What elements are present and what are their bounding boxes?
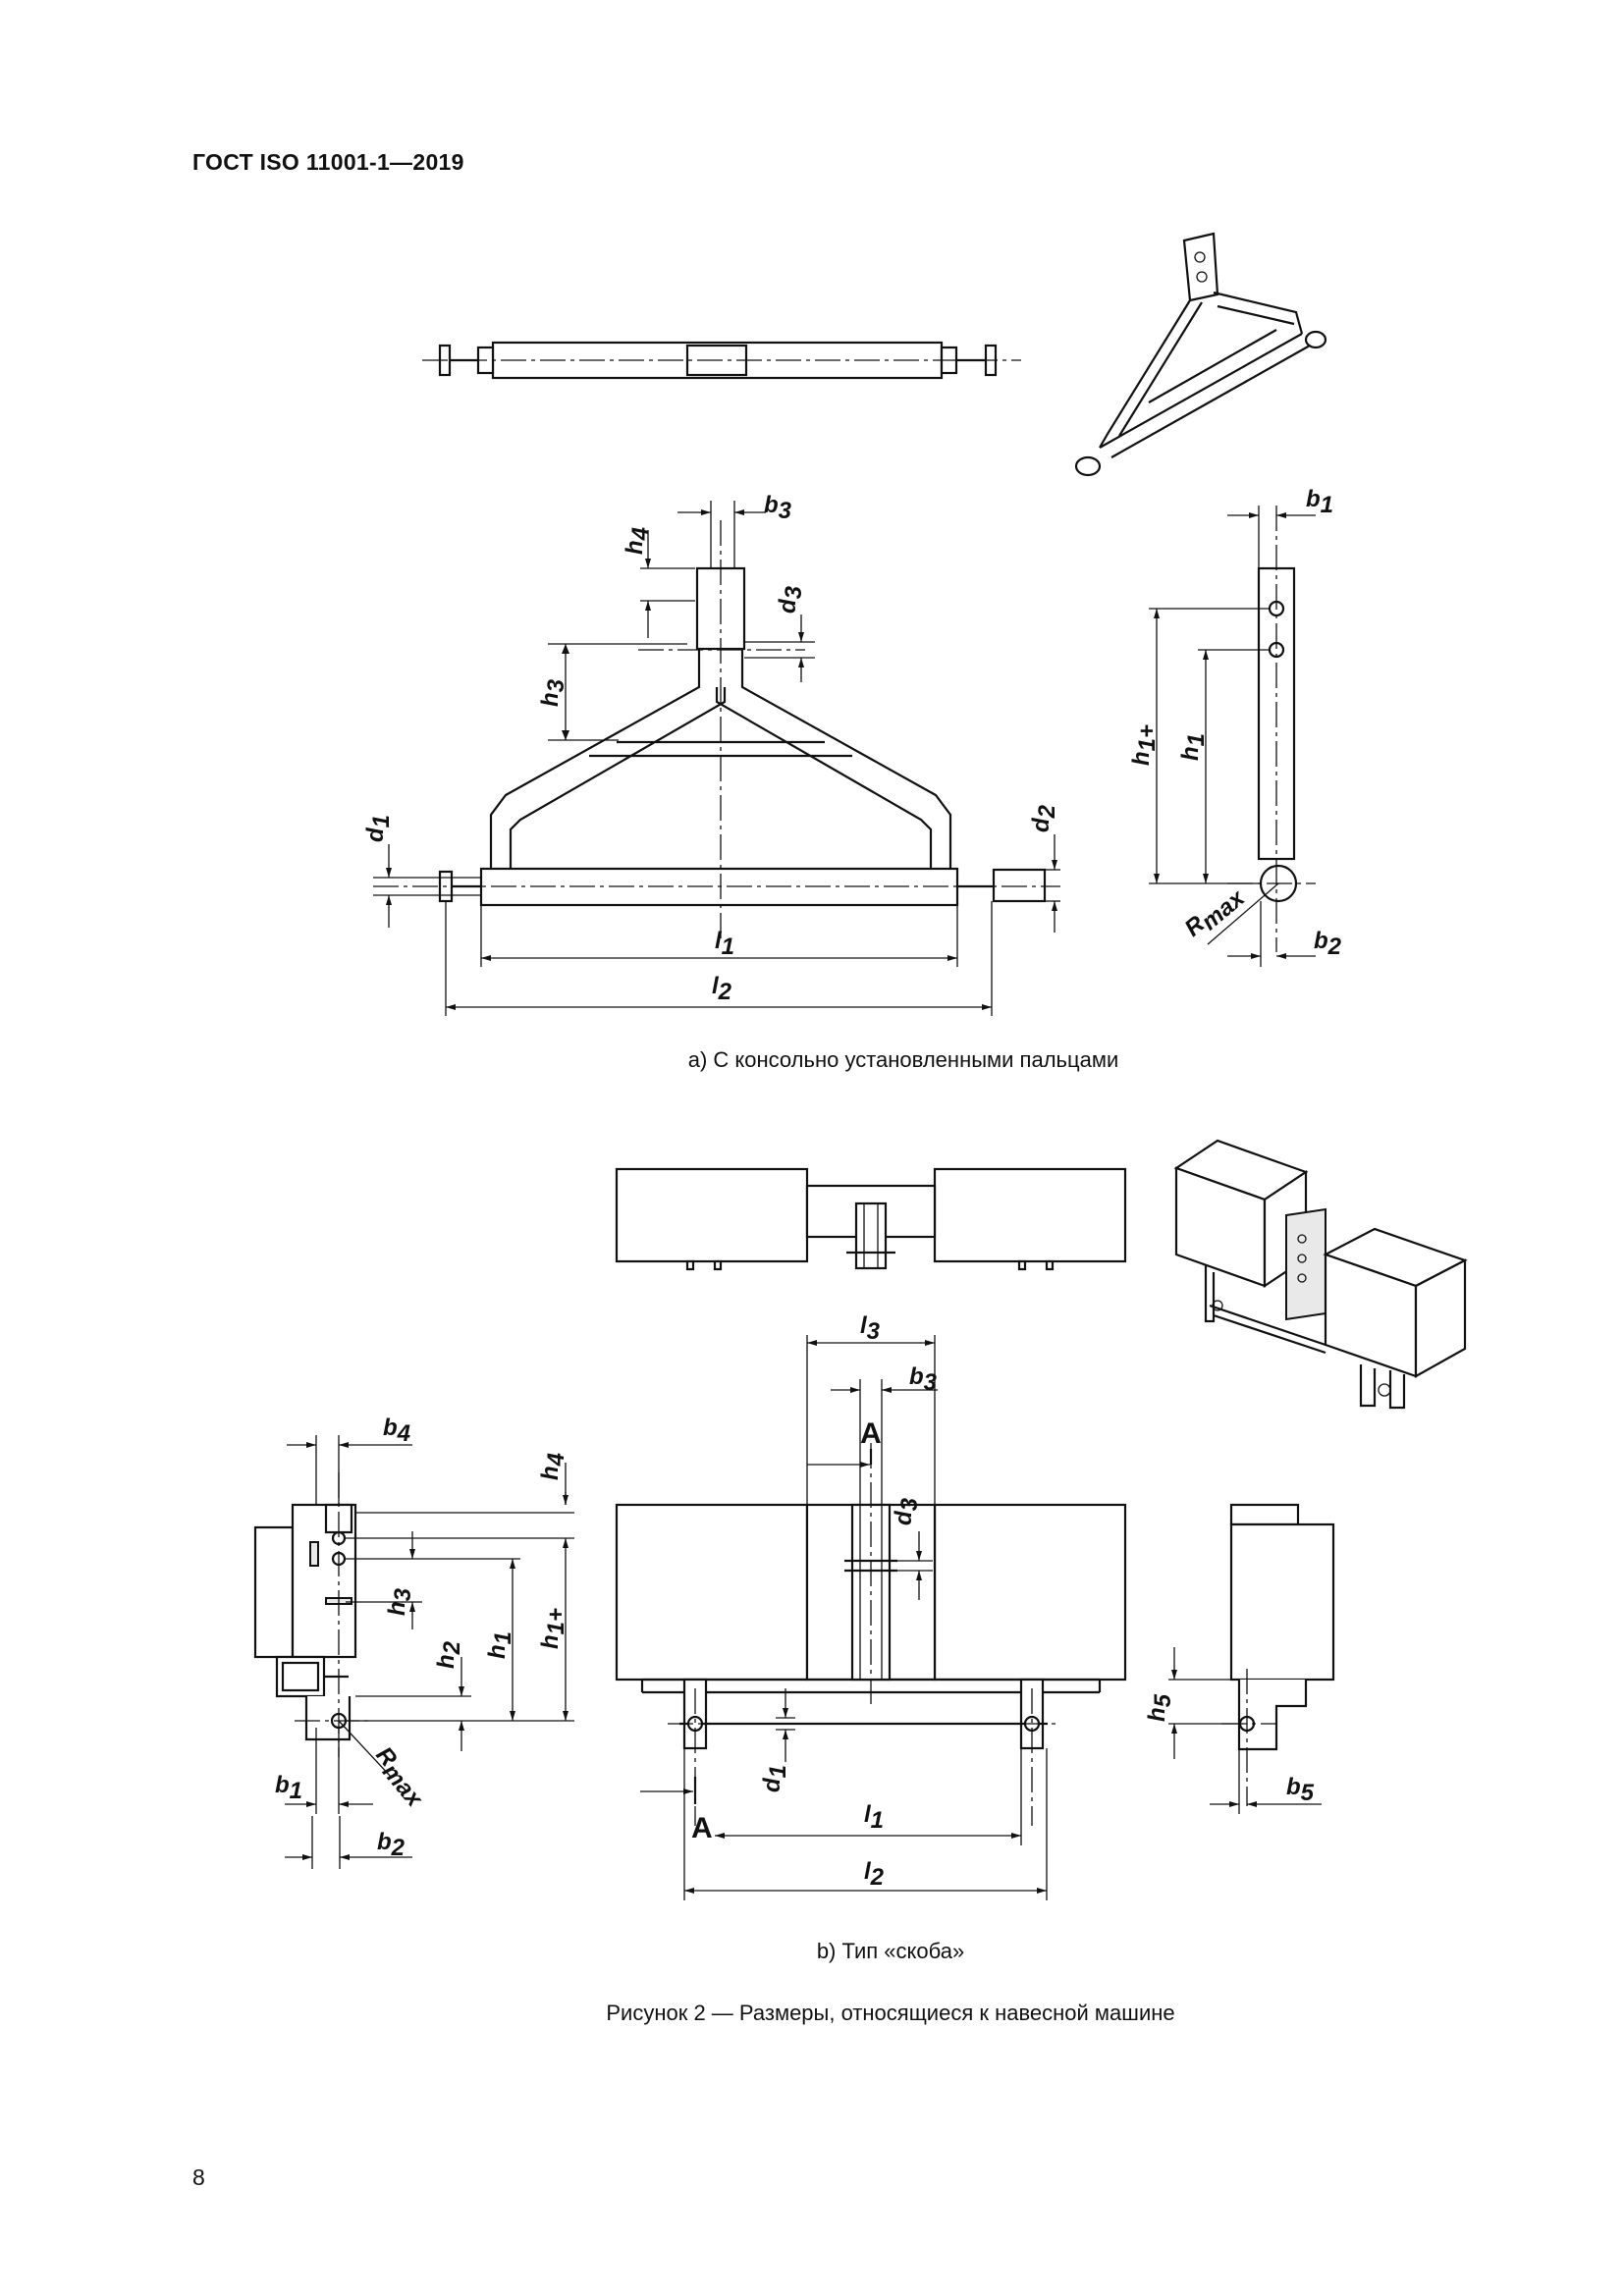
figure-title: Рисунок 2 — Размеры, относящиеся к навес…	[606, 2001, 1175, 2025]
fig-b-isometric-view	[1173, 1139, 1468, 1410]
label-d3: d3	[775, 585, 807, 614]
label-h4-b: h4	[537, 1453, 569, 1480]
label-d2: d2	[1028, 804, 1060, 832]
label-h1plus-b: h1+	[537, 1608, 569, 1649]
label-h4: h4	[622, 527, 654, 555]
fig-a-isometric-view	[1074, 232, 1327, 477]
fig-b-front-dimensions: l3 b3 A d3 d1 A l1 l2	[640, 1312, 1048, 1900]
label-b4: b4	[383, 1415, 410, 1447]
label-b3-b: b3	[909, 1363, 938, 1396]
fig-a-front-view	[373, 520, 1060, 942]
label-b3: b3	[764, 492, 792, 524]
fig-b-left-side-view: b4 h4 h1+ h1 h3 h2 Rmax b1	[253, 1415, 574, 1869]
label-l2: l2	[712, 973, 732, 1005]
fig-a-dimensions: b3 h4 d3 h3 d1 d2 l1	[362, 492, 1060, 1016]
document-header: ГОСТ ISO 11001-1—2019	[192, 149, 464, 175]
label-h1plus-a: h1+	[1128, 724, 1161, 766]
label-h3-b: h3	[384, 1587, 416, 1616]
label-d1-b: d1	[759, 1765, 791, 1792]
fig-b-right-side-view: h5 b5	[1144, 1503, 1335, 1814]
label-h3: h3	[537, 678, 569, 707]
label-b5: b5	[1286, 1774, 1315, 1806]
label-rmax-a: Rmax	[1180, 880, 1252, 946]
section-mark-bottom: A	[691, 1812, 713, 1844]
fig-b-front-view	[615, 1443, 1127, 1826]
label-rmax-b: Rmax	[366, 1742, 433, 1814]
caption-a: a) С консольно установленными пальцами	[687, 1047, 1119, 1072]
label-l2-b: l2	[864, 1858, 885, 1891]
label-h5: h5	[1144, 1693, 1176, 1722]
label-d1: d1	[362, 815, 395, 842]
caption-b: b) Тип «скоба»	[816, 1939, 965, 1963]
page-number: 8	[192, 2164, 205, 2190]
label-b2-a: b2	[1314, 928, 1342, 960]
label-b2-b: b2	[377, 1829, 406, 1861]
label-b1-a: b1	[1306, 486, 1333, 518]
fig-b-top-view	[615, 1167, 1127, 1271]
label-l1-b: l1	[864, 1801, 884, 1834]
label-h1-a: h1	[1177, 733, 1210, 761]
label-h2-b: h2	[433, 1640, 465, 1669]
label-d3-b: d3	[891, 1497, 923, 1525]
fig-a-side-view: b1 h1+ h1 Rmax b2	[1128, 486, 1342, 967]
fig-a-top-view	[422, 341, 1021, 380]
label-l1: l1	[715, 928, 734, 960]
label-l3: l3	[860, 1312, 881, 1345]
label-h1-b: h1	[484, 1631, 516, 1659]
section-mark-top: A	[860, 1417, 882, 1450]
label-b1-b: b1	[275, 1772, 302, 1804]
